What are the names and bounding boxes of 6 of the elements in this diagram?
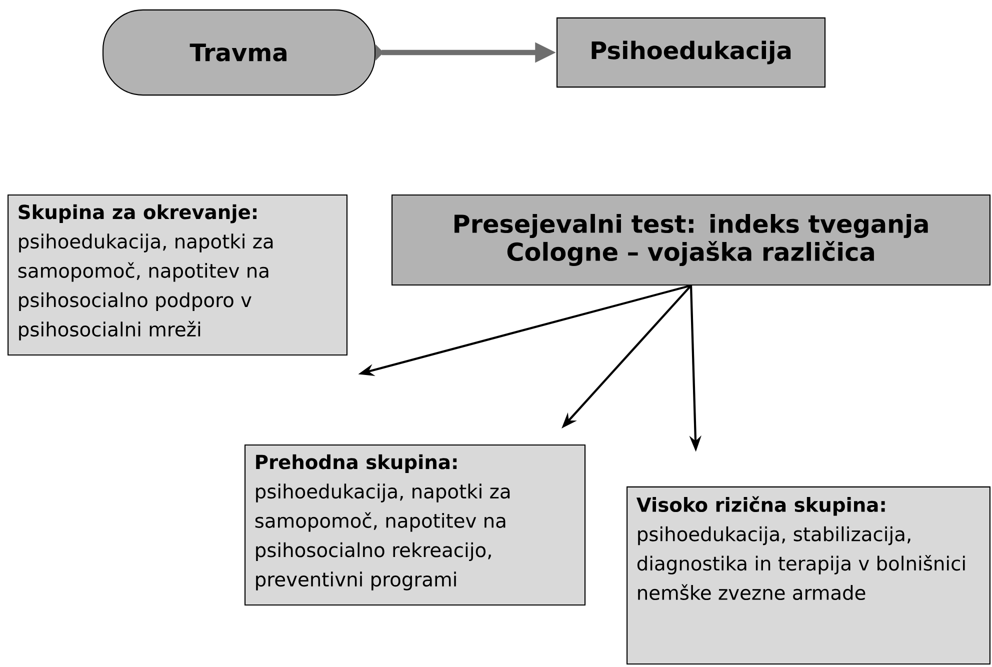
group-box: Skupina za okrevanje: psihoedukacija, napotki za samopomoč, napotitev na psihosocialno podporo v psihosocialni mreži [8,194,348,356]
rounded-box: Travma [102,9,376,96]
process-box: Psihoedukacija [556,17,826,88]
group-box: Visoko rizična skupina: psihoedukacija, stabilizacija, diagnostika in terapija v bolnišnici nemške zvezne armade [626,486,990,665]
screening-box: Presejevalni test: indeks tveganja Cologne – vojaška različica [391,194,991,286]
group-box: Prehodna skupina: psihoedukacija, napotki za samopomoč, napotitev na psihosocialno rekreacijo, preventivni programi [244,444,586,606]
